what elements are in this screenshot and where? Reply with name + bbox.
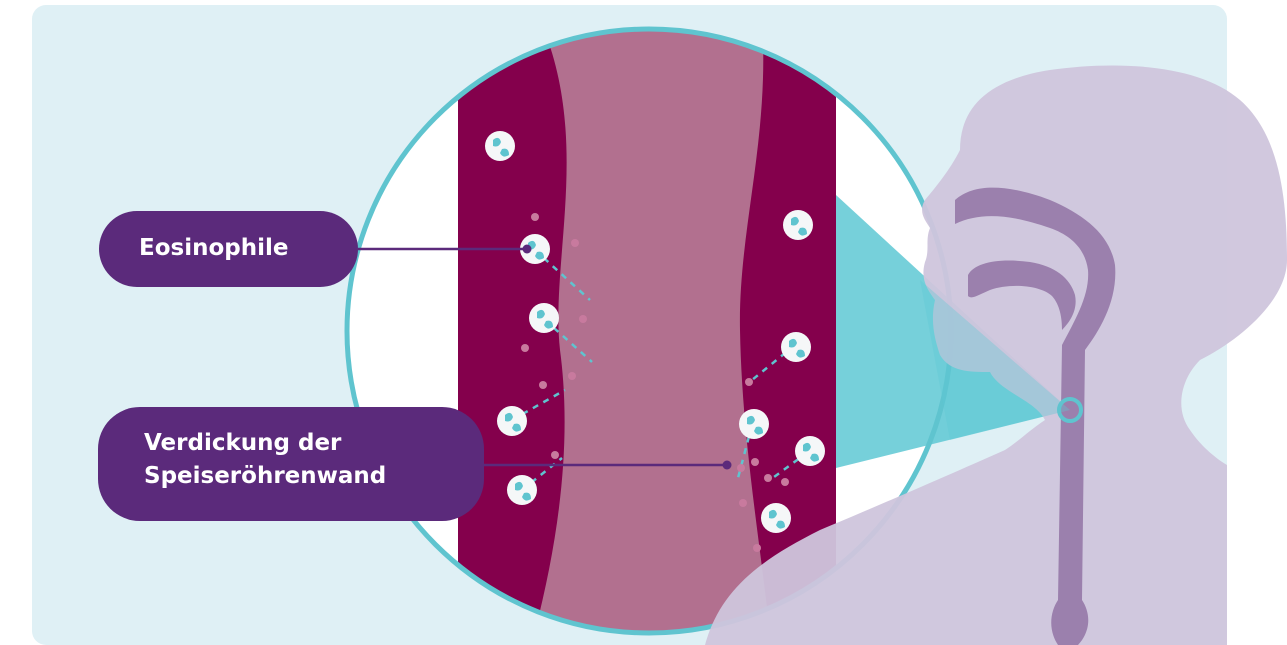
label-eosinophils: Eosinophile xyxy=(99,211,358,287)
eosinophil-cell-icon xyxy=(781,332,811,362)
eosinophil-cell-icon xyxy=(497,406,527,436)
eosinophil-cell-icon xyxy=(507,475,537,505)
label-eosinophils-text: Eosinophile xyxy=(139,232,358,265)
esophagus-lumen xyxy=(530,20,772,645)
eosinophil-cell-icon xyxy=(485,131,515,161)
eosinophil-cell-icon xyxy=(783,210,813,240)
callout-dot-eosinophils xyxy=(523,245,532,254)
eosinophil-cell-icon xyxy=(529,303,559,333)
callout-dot-wall xyxy=(723,461,732,470)
eosinophil-cell-icon xyxy=(739,409,769,439)
label-wall-thickening: Verdickung der Speiseröhrenwand xyxy=(98,407,484,521)
label-wall-line1: Verdickung der xyxy=(144,427,484,460)
eosinophil-cell-icon xyxy=(761,503,791,533)
label-wall-line2: Speiseröhrenwand xyxy=(144,460,484,493)
eosinophil-cell-icon xyxy=(795,436,825,466)
